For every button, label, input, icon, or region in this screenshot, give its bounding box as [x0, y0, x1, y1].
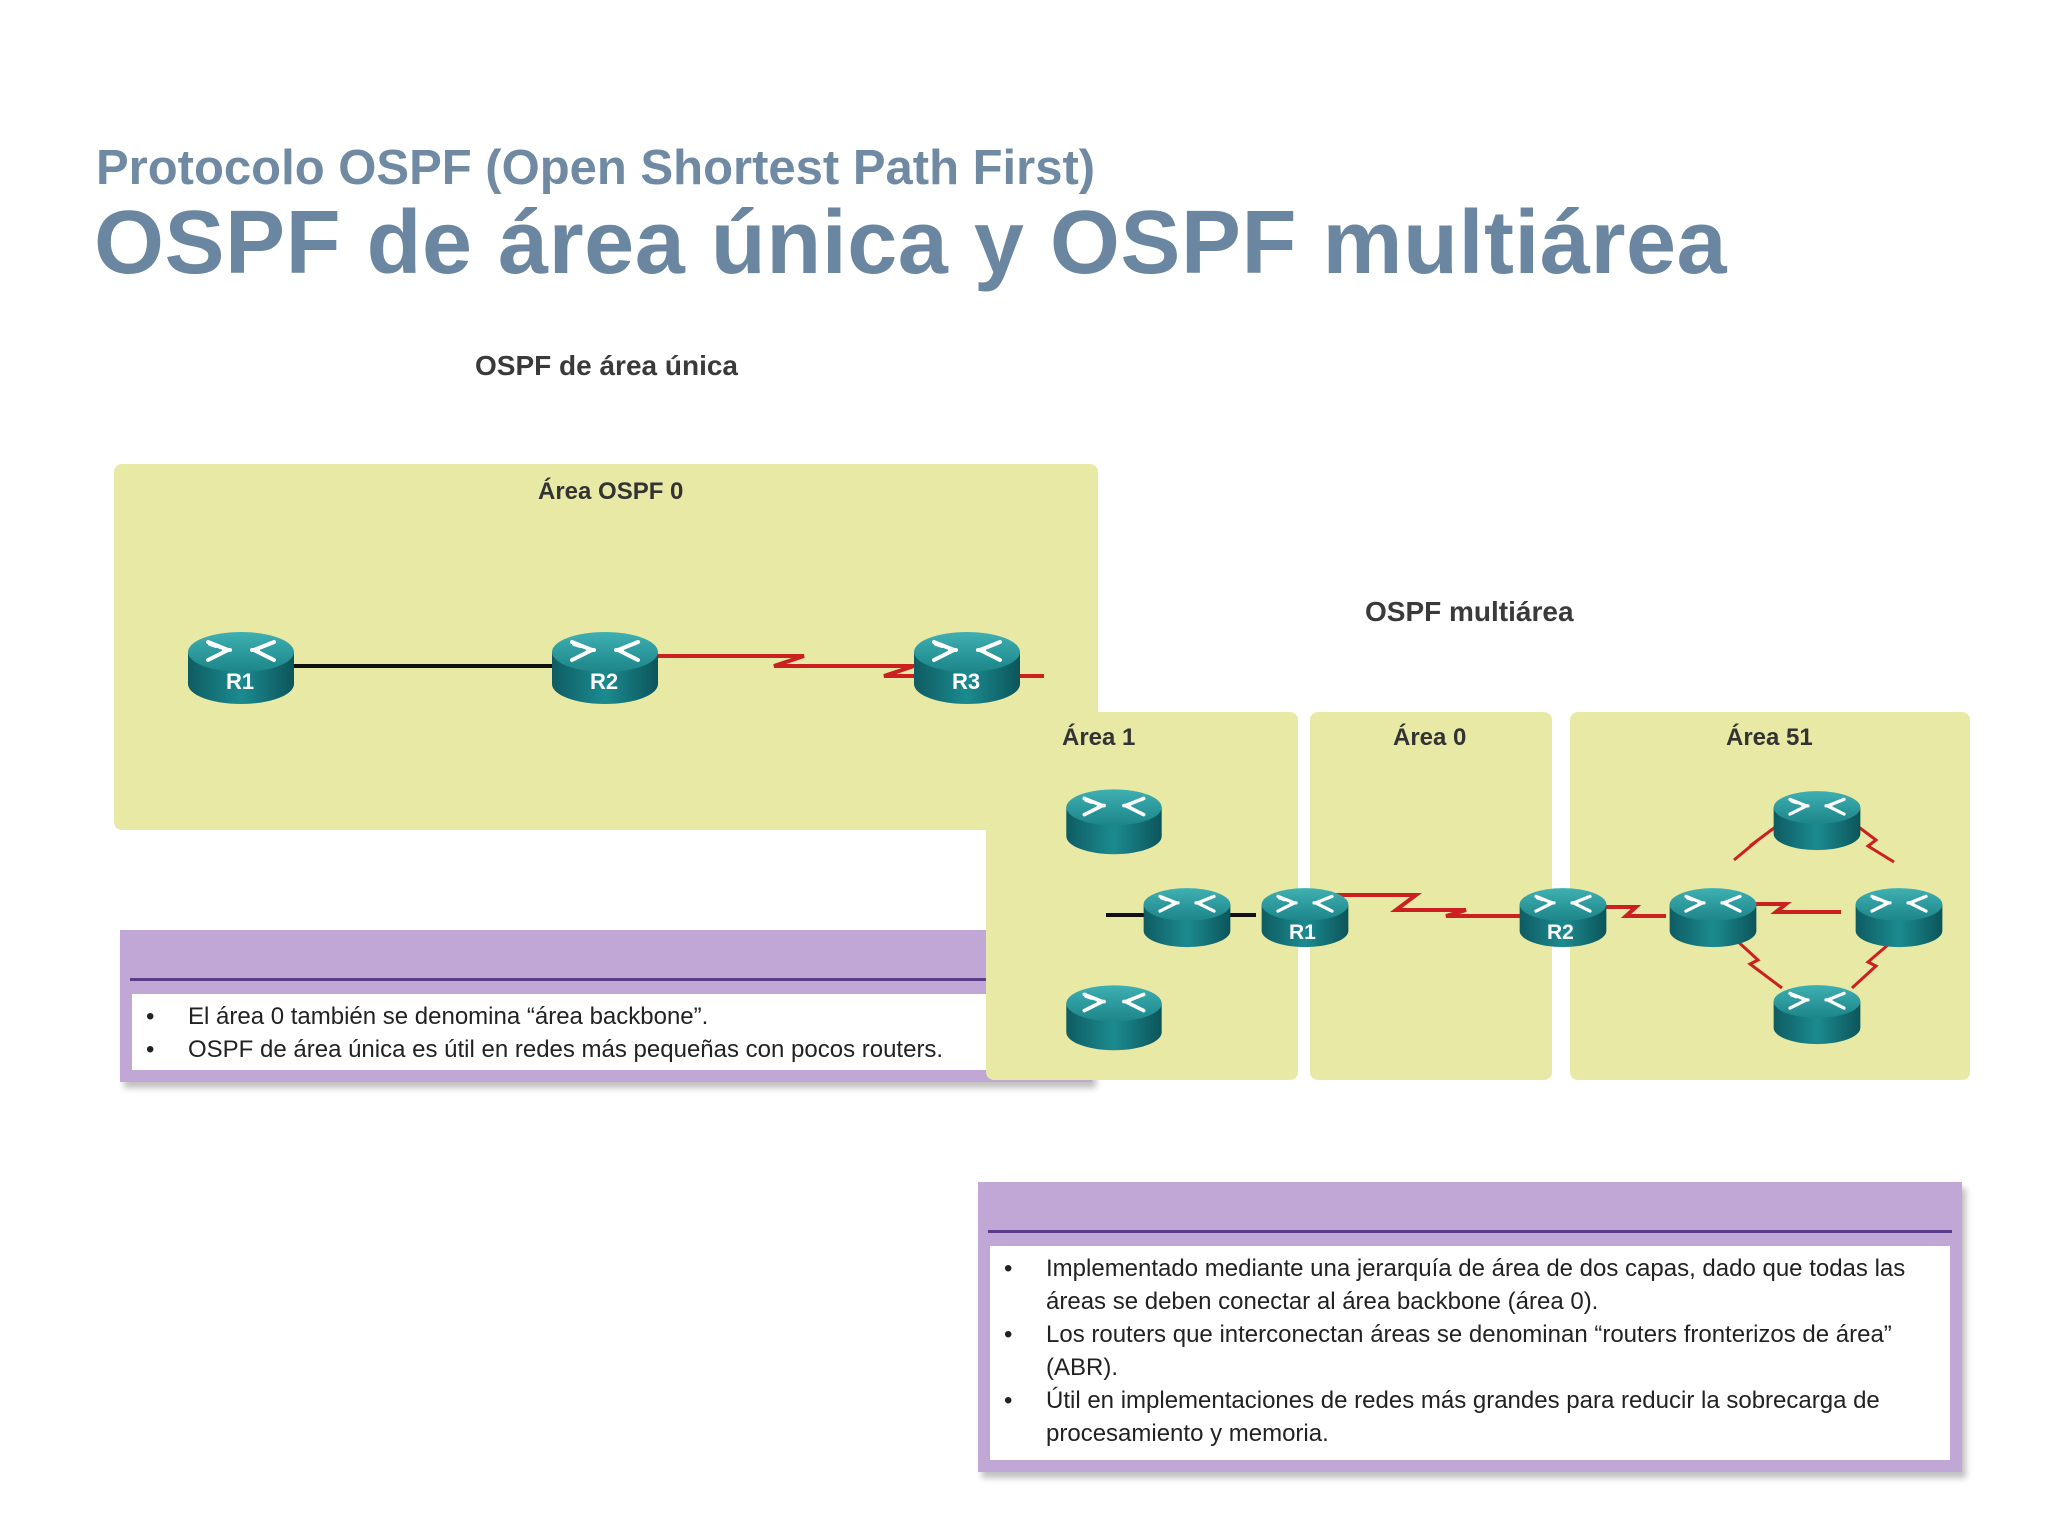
- router-icon: [1854, 883, 1944, 949]
- router-label-r1: R1: [1289, 921, 1316, 944]
- area-0-label: Área 0: [1393, 724, 1467, 751]
- serial-link-icon: [1733, 820, 1783, 862]
- single-area-heading: OSPF de área única: [475, 350, 738, 381]
- single-area-topology: [274, 654, 1044, 678]
- note-item: •Los routers que interconectan áreas se …: [1004, 1321, 1892, 1381]
- serial-link-icon: [1336, 893, 1528, 918]
- router-label-r2: R2: [590, 669, 619, 694]
- slide-subtitle: Protocolo OSPF (Open Shortest Path First…: [96, 141, 1096, 195]
- router-label-r2: R2: [1547, 921, 1574, 944]
- serial-link-icon: [1744, 902, 1841, 914]
- single-area-note: •El área 0 también se denomina “área bac…: [120, 930, 1092, 1082]
- router-icon: [1064, 980, 1164, 1052]
- serial-link-icon: [1732, 936, 1783, 990]
- serial-link-icon: [1851, 820, 1895, 864]
- router-icon: [1064, 784, 1164, 856]
- router-label-r3: R3: [952, 669, 981, 694]
- router-icon: [1668, 883, 1758, 949]
- slide-title: OSPF de área única y OSPF multiárea: [94, 193, 1728, 293]
- note-item: •El área 0 también se denomina “área bac…: [146, 1003, 709, 1030]
- note-item: •OSPF de área única es útil en redes más…: [146, 1036, 944, 1063]
- multi-area-topology: Área 1 Área 0 Área 51 R1 R2: [986, 700, 1986, 1100]
- note-item: •Útil en implementaciones de redes más g…: [1004, 1387, 1880, 1447]
- router-icon: [1772, 980, 1862, 1046]
- area-ospf-0-label: Área OSPF 0: [538, 478, 684, 505]
- router-label-r1: R1: [226, 669, 255, 694]
- multi-area-links: [1106, 820, 1897, 990]
- multi-area-note: •Implementado mediante una jerarquía de …: [978, 1182, 1962, 1472]
- note-item: •Implementado mediante una jerarquía de …: [1004, 1255, 1906, 1315]
- serial-link-icon: [1850, 936, 1897, 990]
- area-51-label: Área 51: [1726, 724, 1813, 751]
- router-icon: [1142, 883, 1232, 949]
- router-icon: [1772, 786, 1862, 852]
- area-1-label: Área 1: [1062, 724, 1136, 751]
- serial-link-icon: [654, 654, 1044, 678]
- serial-link-icon: [1602, 905, 1666, 918]
- multi-area-heading: OSPF multiárea: [1365, 596, 1574, 627]
